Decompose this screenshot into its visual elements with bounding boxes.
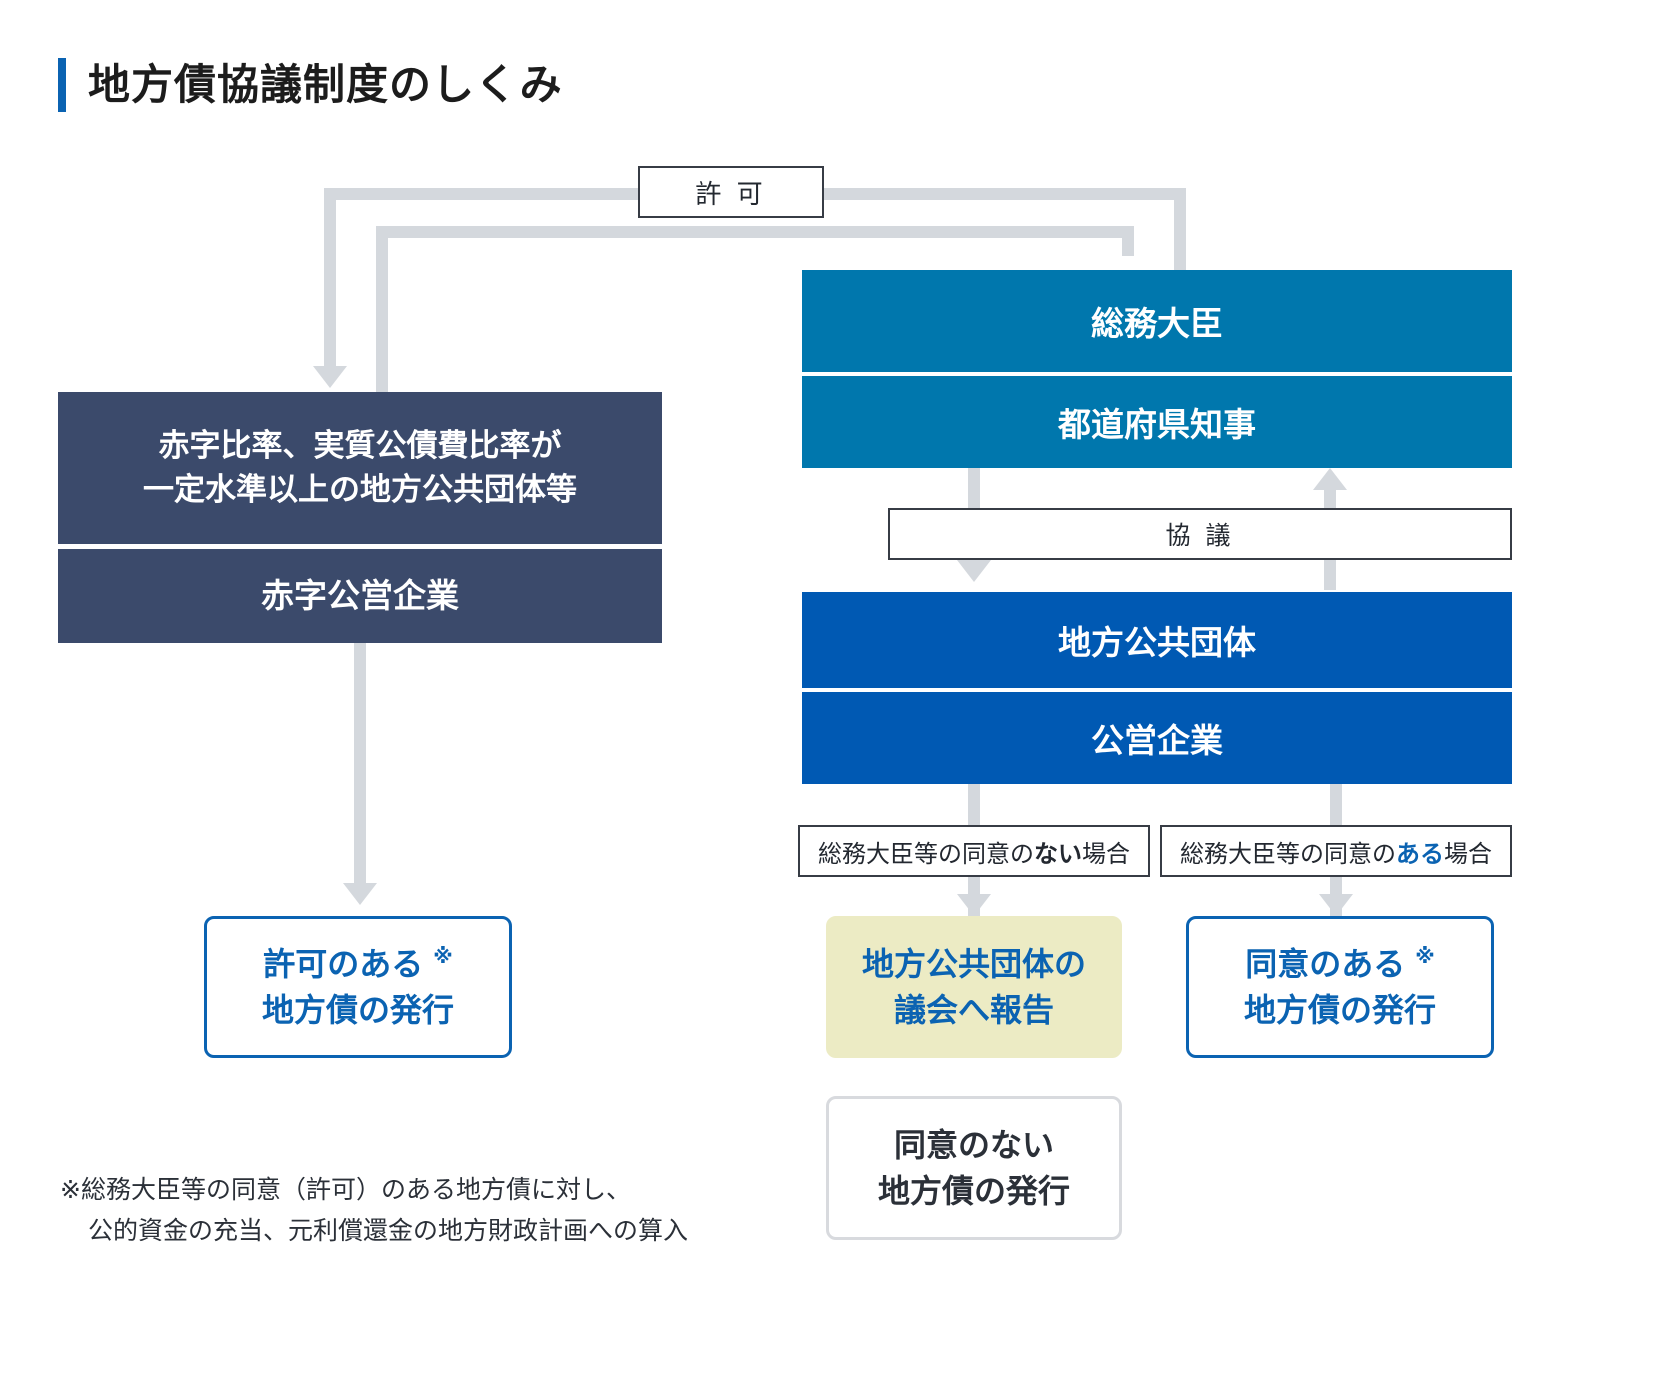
arrow-has-consent-to-bond (1319, 894, 1353, 916)
outcome-consented-bond-text1: 同意のある (1245, 945, 1406, 982)
page-title: 地方債協議制度のしくみ (58, 58, 563, 112)
label-has-consent-case: 総務大臣等の同意のある場合 (1160, 825, 1512, 877)
label-has-consent-emphasis: ある (1396, 840, 1444, 868)
connector-permission-outer-vertical-right (1174, 188, 1186, 270)
box-deficit-public-enterprise: 赤字公営企業 (58, 549, 662, 643)
label-permission: 許 可 (638, 166, 824, 218)
box-prefectural-governor: 都道府県知事 (802, 376, 1512, 468)
box-deficit-public-enterprise-text: 赤字公営企業 (261, 576, 459, 614)
arrow-consultation-up (1313, 468, 1347, 490)
outcome-permitted-bond-issuance: 許可のある ※ 地方債の発行 (204, 916, 512, 1058)
page-title-text: 地方債協議制度のしくみ (88, 61, 563, 108)
arrow-left-group-to-permitted-bond (343, 883, 377, 905)
box-governor-text: 都道府県知事 (1058, 406, 1256, 443)
outcome-consented-bond-footnote-mark: ※ (1415, 945, 1435, 968)
arrow-consultation-down (957, 560, 991, 582)
label-no-consent-prefix: 総務大臣等の同意の (818, 840, 1034, 868)
title-accent-bar (58, 58, 66, 112)
footnote: ※総務大臣等の同意（許可）のある地方債に対し、 公的資金の充当、元利償還金の地方… (60, 1170, 820, 1251)
outcome-consented-bond-issuance: 同意のある ※ 地方債の発行 (1186, 916, 1494, 1058)
label-consultation: 協 議 (888, 508, 1512, 560)
box-deficit-ratio-entities-line1: 赤字比率、実質公債費比率が (158, 427, 562, 463)
label-permission-text: 許 可 (695, 178, 767, 209)
footnote-line2: 公的資金の充当、元利償還金の地方財政計画への算入 (88, 1216, 689, 1245)
box-deficit-ratio-entities: 赤字比率、実質公債費比率が 一定水準以上の地方公共団体等 (58, 392, 662, 544)
label-consultation-text: 協 議 (1165, 522, 1235, 550)
box-deficit-ratio-entities-line2: 一定水準以上の地方公共団体等 (143, 472, 577, 507)
label-no-consent-suffix: 場合 (1082, 840, 1130, 868)
outcome-unconsented-bond-issuance: 同意のない 地方債の発行 (826, 1096, 1122, 1240)
box-local-government-text: 地方公共団体 (1058, 624, 1256, 661)
label-has-consent-prefix: 総務大臣等の同意の (1180, 840, 1396, 868)
arrow-no-consent-to-report (957, 894, 991, 916)
outcome-consented-bond-line1: 同意のある ※ (1244, 941, 1436, 987)
outcome-unconsented-bond-line2: 地方債の発行 (877, 1173, 1070, 1209)
outcome-permitted-bond-footnote-mark: ※ (433, 945, 453, 968)
box-minister-text: 総務大臣 (1091, 305, 1223, 342)
outcome-report-line2: 議会へ報告 (893, 992, 1054, 1028)
outcome-permitted-bond-text1: 許可のある (263, 945, 424, 982)
footnote-line1: ※総務大臣等の同意（許可）のある地方債に対し、 (60, 1176, 631, 1204)
connector-permission-inner-horizontal (382, 226, 1134, 238)
outcome-report-to-assembly: 地方公共団体の 議会へ報告 (826, 916, 1122, 1058)
box-minister-of-internal-affairs: 総務大臣 (802, 270, 1512, 372)
box-local-government: 地方公共団体 (802, 592, 1512, 688)
outcome-consented-bond-line2: 地方債の発行 (1243, 992, 1436, 1028)
connector-permission-inner-vertical-right (1122, 226, 1134, 256)
box-public-enterprise-text: 公営企業 (1091, 722, 1223, 759)
outcome-permitted-bond-line1: 許可のある ※ (262, 941, 454, 987)
outcome-permitted-bond-line2: 地方債の発行 (261, 992, 454, 1028)
connector-permission-inner-vertical-left (376, 226, 388, 392)
box-public-enterprise: 公営企業 (802, 692, 1512, 784)
label-no-consent-emphasis: ない (1034, 840, 1082, 868)
arrow-permission-to-left-group (313, 366, 347, 388)
outcome-report-line1: 地方公共団体の (861, 945, 1086, 982)
label-has-consent-suffix: 場合 (1444, 840, 1492, 868)
connector-permission-outer-vertical-left (324, 188, 336, 366)
outcome-unconsented-bond-line1: 同意のない (893, 1126, 1054, 1163)
label-no-consent-case: 総務大臣等の同意のない場合 (798, 825, 1150, 877)
connector-left-group-to-permitted-bond (354, 643, 366, 883)
